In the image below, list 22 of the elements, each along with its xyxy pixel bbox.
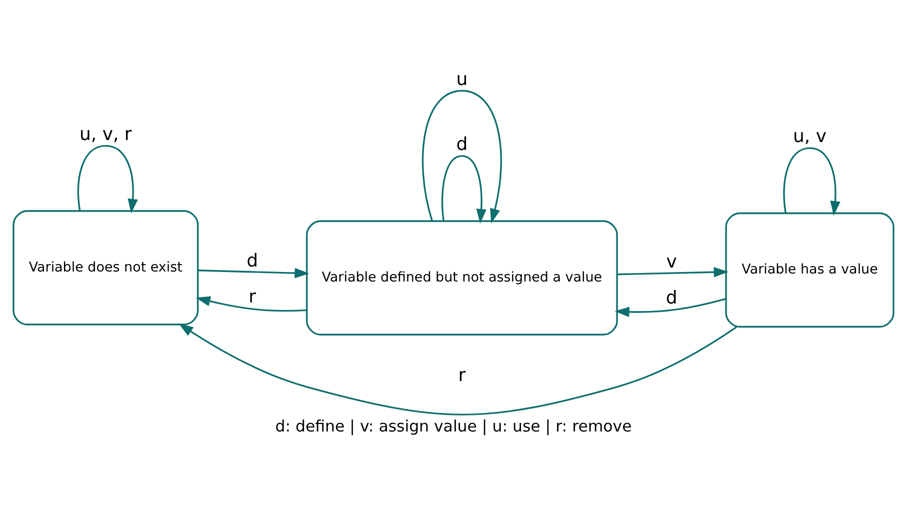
arrow <box>421 89 502 223</box>
node-box: Variable defined but not assigned a value <box>305 220 618 335</box>
arrow <box>197 268 309 278</box>
edge-label: r <box>458 364 466 386</box>
edge-label: u, v, r <box>79 123 132 144</box>
edge-label: u <box>456 68 468 90</box>
arrow <box>614 297 726 317</box>
edge-label: v <box>666 251 676 272</box>
node-box: Variable does not exist <box>12 210 198 325</box>
arrow <box>76 144 138 214</box>
arrow <box>616 266 728 277</box>
edge-label: d <box>665 286 677 308</box>
arrow <box>178 322 737 415</box>
arrow <box>782 146 840 216</box>
arrow <box>441 154 486 224</box>
arrow <box>195 296 306 312</box>
edge-label: d <box>456 134 468 155</box>
edge-label: r <box>248 286 256 307</box>
edge-label: d <box>246 250 258 271</box>
caption: d: define | v: assign value | u: use | r: remove <box>274 416 632 436</box>
edge-label: u, v <box>792 126 826 147</box>
node-box: Variable has a value <box>724 212 894 328</box>
